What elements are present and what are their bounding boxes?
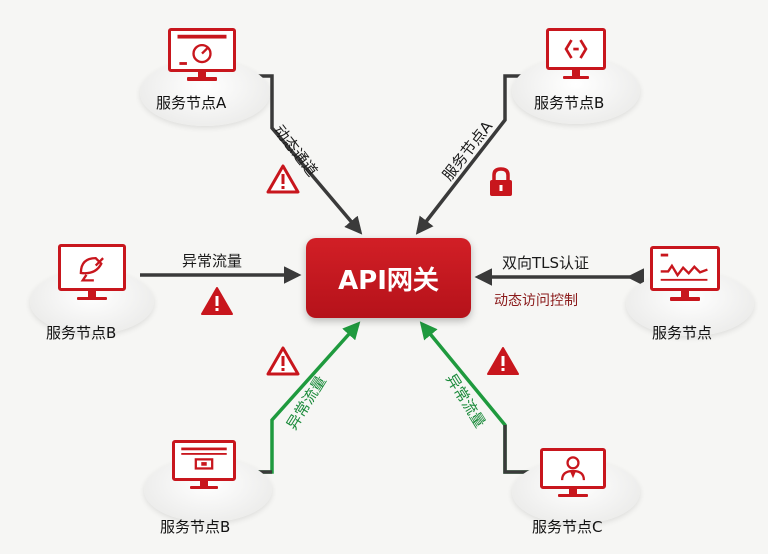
monitor-stand	[680, 291, 690, 299]
waveform-chart-icon	[660, 253, 708, 281]
edge-sublabel-mid-right: 动态访问控制	[494, 293, 578, 309]
node-monitor-mid-right	[650, 246, 720, 304]
warning-filled-icon	[201, 287, 233, 315]
monitor-base	[189, 485, 219, 489]
monitor-screen	[540, 448, 606, 489]
node-monitor-bottom-left	[172, 440, 236, 492]
code-bracket-icon	[564, 39, 588, 59]
node-monitor-bottom-right	[540, 448, 606, 500]
monitor-screen	[58, 244, 126, 291]
warning-outline-icon	[266, 164, 300, 194]
gauge-icon	[177, 34, 227, 65]
api-gateway-box: API网关	[306, 238, 471, 318]
monitor-base	[558, 493, 588, 497]
node-monitor-mid-left	[58, 244, 126, 304]
warning-outline-icon	[266, 346, 300, 376]
edge-bottom-right	[419, 321, 540, 474]
node-label-mid-left: 服务节点B	[46, 324, 117, 342]
monitor-screen	[172, 440, 236, 481]
monitor-stand	[87, 290, 97, 298]
monitor-stand	[197, 71, 207, 79]
node-label-mid-right: 服务节点	[652, 324, 713, 342]
monitor-screen	[168, 28, 236, 72]
monitor-base	[562, 75, 590, 79]
satellite-dish-icon	[79, 256, 104, 282]
node-monitor-top-left	[168, 28, 236, 84]
edge-label-mid-right: 双向TLS认证	[502, 254, 590, 272]
monitor-base	[669, 297, 701, 301]
user-avatar-icon	[560, 456, 586, 481]
card-slot-icon	[181, 447, 227, 470]
monitor-stand	[572, 70, 580, 77]
monitor-screen	[546, 28, 606, 71]
edge-bottom-right-tail	[503, 425, 540, 474]
node-label-top-left: 服务节点A	[156, 94, 227, 112]
monitor-screen	[650, 246, 720, 292]
edge-label-mid-left: 异常流量	[182, 252, 243, 270]
monitor-stand	[569, 488, 577, 495]
monitor-base	[77, 296, 107, 301]
node-monitor-top-right	[546, 28, 606, 82]
node-label-bottom-right: 服务节点C	[532, 518, 603, 536]
node-label-bottom-left: 服务节点B	[160, 518, 231, 536]
monitor-stand	[200, 480, 208, 487]
lock-icon	[490, 167, 512, 196]
warning-filled-icon	[487, 347, 519, 375]
monitor-base	[187, 77, 217, 81]
node-label-top-right: 服务节点B	[534, 94, 605, 112]
